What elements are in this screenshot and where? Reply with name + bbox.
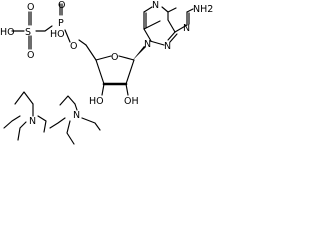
bond	[125, 59, 135, 85]
atom-label: O	[27, 2, 34, 13]
bond	[143, 20, 161, 30]
bond	[95, 59, 105, 85]
bond	[149, 40, 165, 46]
atom-label: O	[58, 0, 65, 11]
bond	[167, 31, 176, 41]
atom-label: O	[27, 50, 34, 61]
bond	[78, 39, 87, 46]
bond	[95, 55, 112, 61]
bond	[17, 121, 27, 141]
triethylamine-left: N	[3, 91, 47, 141]
atom-label: HO	[89, 96, 104, 107]
bond	[85, 44, 97, 61]
bond	[101, 83, 105, 96]
phosphonate-group: HO S O O P O HO O	[0, 0, 87, 61]
bond	[125, 83, 129, 96]
bond	[49, 117, 66, 129]
atom-label: N	[144, 39, 151, 50]
atom-label: N	[164, 41, 171, 52]
atom-label: S	[25, 27, 31, 38]
bond	[132, 46, 146, 61]
triethylamine-right: N	[49, 95, 101, 145]
atom-label: O	[111, 52, 118, 63]
bond	[66, 120, 75, 145]
bond	[3, 115, 21, 129]
bond	[169, 33, 178, 43]
bond	[64, 29, 71, 43]
bond	[14, 91, 34, 105]
bond	[143, 28, 152, 42]
bond	[186, 8, 194, 13]
bond	[59, 95, 76, 106]
atom-label: N	[183, 23, 190, 34]
bond	[74, 103, 78, 111]
structure-diagram: N N	[0, 0, 218, 150]
atom-label: P	[58, 18, 64, 29]
bond	[167, 19, 176, 33]
bond	[161, 6, 169, 13]
adenine-ring: N NH2 N N N	[143, 0, 213, 52]
atom-label: NH2	[193, 4, 213, 15]
atom-label: N	[152, 0, 159, 11]
amine-nitrogen: N	[29, 116, 36, 127]
atom-label: O	[70, 41, 77, 52]
bond	[35, 25, 53, 32]
ribose-ring: O HO OH	[85, 44, 146, 107]
atom-label: HO	[50, 29, 65, 40]
bond	[174, 24, 188, 33]
molecule-drawing: N N	[0, 0, 213, 145]
bond	[167, 7, 177, 13]
atom-label: HO	[0, 27, 15, 38]
atom-label: OH	[124, 96, 139, 107]
bond	[81, 117, 101, 131]
amine-nitrogen: N	[73, 110, 80, 121]
bond	[118, 55, 135, 61]
bond	[143, 6, 153, 13]
bond	[37, 115, 47, 133]
